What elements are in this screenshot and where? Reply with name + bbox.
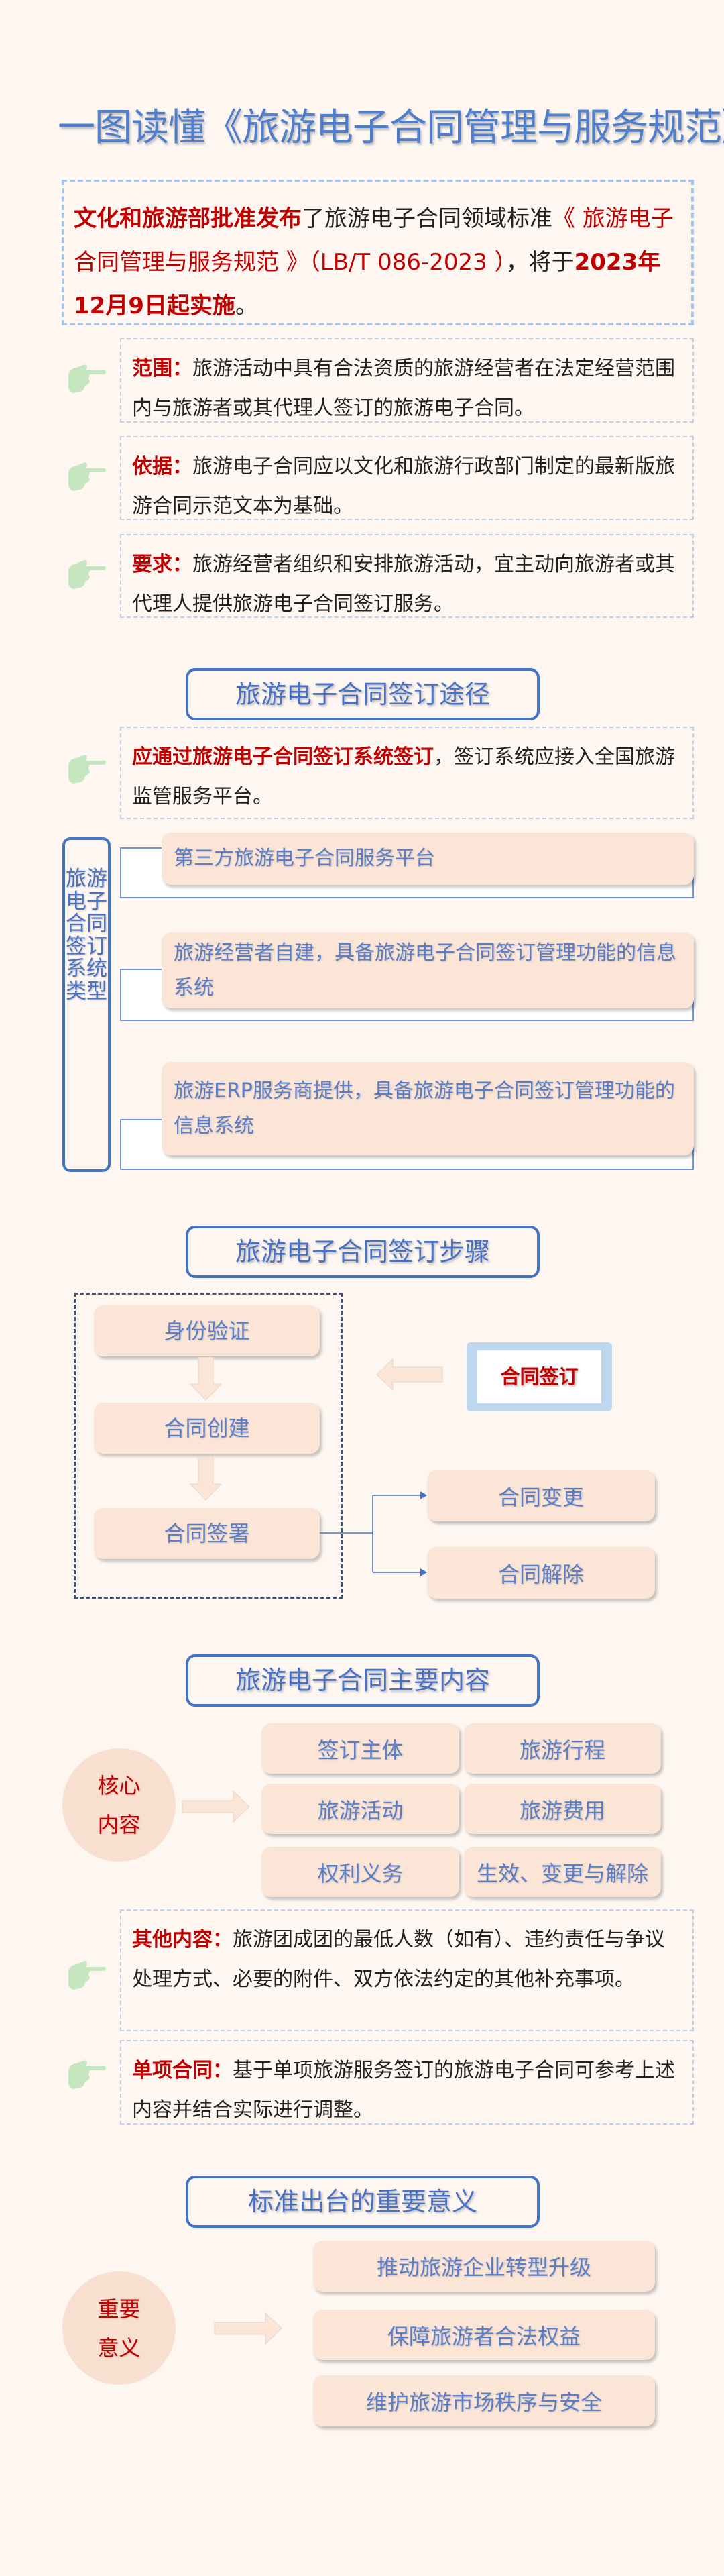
note-text: 旅游经营者组织和安排旅游活动，宜主动向旅游者或其代理人提供旅游电子合同签订服务。: [132, 553, 675, 616]
steps-group: [74, 1293, 343, 1599]
intro-date: 2023年12月9日起实施: [74, 249, 661, 319]
tablet-icon: 合同签订: [467, 1342, 612, 1411]
left-arrow-icon: [376, 1358, 443, 1391]
pointing-hand-icon: [66, 459, 107, 496]
section-heading-main-content: 旅游电子合同主要内容: [186, 1654, 540, 1707]
section-heading-significance: 标准出台的重要意义: [186, 2176, 540, 2228]
intro-publisher: 文化和旅游部批准发布: [74, 205, 302, 232]
requirement-note: 要求：旅游经营者组织和安排旅游活动，宜主动向旅游者或其代理人提供旅游电子合同签订…: [120, 534, 694, 618]
note-text: 旅游团成团的最低人数（如有）、违约责任与争议处理方式、必要的附件、双方依法约定的…: [132, 1928, 665, 1991]
circle-text: 意义: [97, 2335, 141, 2361]
branch-connector: [320, 1491, 427, 1576]
circle-text: 内容: [97, 1812, 141, 1837]
branch-change: 合同变更: [427, 1470, 655, 1521]
content-item: 旅游费用: [464, 1784, 661, 1834]
content-item: 权利义务: [261, 1847, 459, 1897]
other-content-note: 其他内容：旅游团成团的最低人数（如有）、违约责任与争议处理方式、必要的附件、双方…: [120, 1909, 694, 2031]
intro-text: 。: [235, 292, 258, 319]
note-label: 单项合同：: [132, 2059, 233, 2082]
down-arrow-icon: [189, 1357, 223, 1401]
note-label: 其他内容：: [132, 1928, 233, 1951]
significance-item: 维护旅游市场秩序与安全: [313, 2375, 655, 2426]
significance-item: 推动旅游企业转型升级: [313, 2241, 655, 2292]
note-label: 应通过旅游电子合同签订系统签订: [132, 745, 434, 769]
circle-text: 核心: [97, 1773, 141, 1799]
note-label: 要求：: [132, 553, 192, 576]
note-label: 范围：: [132, 357, 192, 380]
significance-item: 保障旅游者合法权益: [313, 2310, 655, 2360]
content-item: 生效、变更与解除: [464, 1847, 661, 1897]
pointing-hand-icon: [66, 751, 107, 789]
single-contract-note: 单项合同：基于单项旅游服务签订的旅游电子合同可参考上述内容并结合实际进行调整。: [120, 2040, 694, 2125]
scope-note: 范围：旅游活动中具有合法资质的旅游经营者在法定经营范围内与旅游者或其代理人签订的…: [120, 338, 694, 423]
note-label: 依据：: [132, 455, 192, 478]
content-item: 旅游行程: [464, 1723, 661, 1774]
signing-system-note: 应通过旅游电子合同签订系统签订，签订系统应接入全国旅游监管服务平台。: [120, 727, 694, 819]
down-arrow-icon: [189, 1457, 223, 1501]
pointing-hand-icon: [66, 2057, 107, 2094]
note-text: ，签订系统应接入全国旅游监管服务平台。: [132, 745, 675, 808]
right-arrow-icon: [214, 2312, 282, 2345]
pointing-hand-icon: [66, 557, 107, 594]
type-item: 旅游经营者自建，具备旅游电子合同签订管理功能的信息系统: [162, 932, 694, 1008]
system-types-label: 旅游电子合同签订系统类型: [62, 837, 111, 1172]
intro-text: ，将于: [505, 249, 575, 276]
intro-standard: 《 旅游电子合同管理与服务规范 》（LB/T 086-2023 ）: [74, 205, 674, 276]
content-item: 签订主体: [261, 1723, 459, 1774]
intro-text: 了旅游电子合同领域标准: [302, 205, 552, 232]
right-arrow-icon: [182, 1790, 250, 1823]
section-heading-signing-channels: 旅游电子合同签订途径: [186, 668, 540, 720]
pointing-hand-icon: [66, 1957, 107, 1995]
section-heading-signing-steps: 旅游电子合同签订步骤: [186, 1226, 540, 1278]
intro-box: 文化和旅游部批准发布了旅游电子合同领域标准《 旅游电子合同管理与服务规范 》（L…: [62, 180, 694, 325]
step-sign: 合同签署: [94, 1508, 320, 1559]
type-item: 旅游ERP服务商提供，具备旅游电子合同签订管理功能的信息系统: [162, 1062, 694, 1155]
note-text: 基于单项旅游服务签订的旅游电子合同可参考上述内容并结合实际进行调整。: [132, 2059, 675, 2122]
significance-circle: 重要意义: [62, 2271, 176, 2385]
step-identity: 身份验证: [94, 1305, 320, 1356]
basis-note: 依据：旅游电子合同应以文化和旅游行政部门制定的最新版旅游合同示范文本为基础。: [120, 436, 694, 520]
branch-terminate: 合同解除: [427, 1547, 655, 1599]
circle-text: 重要: [97, 2296, 141, 2322]
core-content-circle: 核心内容: [62, 1748, 176, 1862]
pointing-hand-icon: [66, 361, 107, 398]
tablet-label: 合同签订: [477, 1350, 601, 1403]
content-item: 旅游活动: [261, 1784, 459, 1834]
step-create: 合同创建: [94, 1403, 320, 1454]
note-text: 旅游活动中具有合法资质的旅游经营者在法定经营范围内与旅游者或其代理人签订的旅游电…: [132, 357, 675, 420]
note-text: 旅游电子合同应以文化和旅游行政部门制定的最新版旅游合同示范文本为基础。: [132, 455, 675, 518]
type-item: 第三方旅游电子合同服务平台: [162, 833, 694, 885]
page-title: 一图读懂《旅游电子合同管理与服务规范》: [58, 106, 724, 150]
